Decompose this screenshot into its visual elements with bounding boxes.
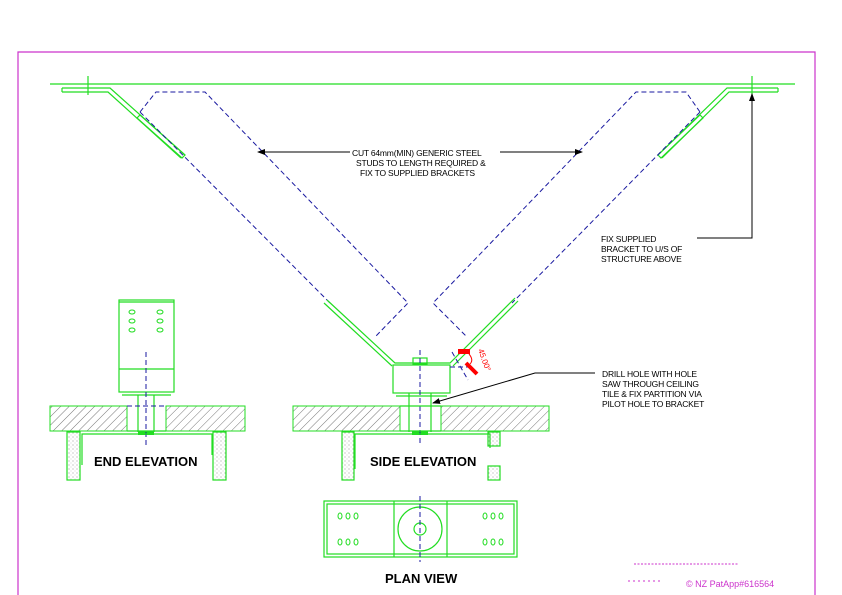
right-stud <box>432 91 701 337</box>
end-elevation <box>49 299 246 481</box>
note-line: STUDS TO LENGTH REQUIRED & <box>356 158 486 168</box>
side-ceiling <box>292 405 550 481</box>
drill-note: DRILL HOLE WITH HOLE SAW THROUGH CEILING… <box>602 369 704 409</box>
angle-dimension: 45.00° <box>458 348 493 376</box>
top-right-bracket <box>657 87 779 159</box>
bottom-bracket <box>323 297 519 445</box>
fix-bracket-note: FIX SUPPLIED BRACKET TO U/S OF STRUCTURE… <box>601 234 682 264</box>
side-elevation-title: SIDE ELEVATION <box>370 454 476 469</box>
note-line: SAW THROUGH CEILING <box>602 379 699 389</box>
note-line: FIX TO SUPPLIED BRACKETS <box>360 168 475 178</box>
note-line: FIX SUPPLIED <box>601 234 656 244</box>
top-left-bracket <box>61 87 186 159</box>
note-line: TILE & FIX PARTITION VIA <box>602 389 702 399</box>
plan-view-title: PLAN VIEW <box>385 571 458 586</box>
left-stud <box>139 91 409 337</box>
copyright: © NZ PatApp#616564 <box>686 579 774 589</box>
angle-label: 45.00° <box>476 348 492 373</box>
note-line: DRILL HOLE WITH HOLE <box>602 369 697 379</box>
sheet-border <box>17 51 816 595</box>
note-line: STRUCTURE ABOVE <box>601 254 682 264</box>
note-line: PILOT HOLE TO BRACKET <box>602 399 704 409</box>
note-line: CUT 64mm(MIN) GENERIC STEEL <box>352 148 482 158</box>
stud-note: CUT 64mm(MIN) GENERIC STEEL STUDS TO LEN… <box>352 148 486 178</box>
plan-view <box>323 496 518 562</box>
note-line: BRACKET TO U/S OF <box>601 244 682 254</box>
end-elevation-title: END ELEVATION <box>94 454 198 469</box>
